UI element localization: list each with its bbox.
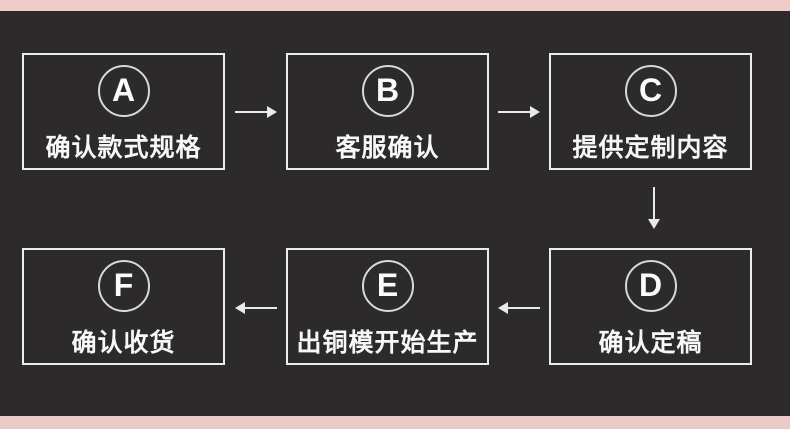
step-c-label: 提供定制内容 bbox=[572, 134, 729, 162]
step-f-letter-circle: F bbox=[97, 260, 150, 312]
step-b-label: 客服确认 bbox=[335, 134, 440, 162]
arrow-d-to-e-icon bbox=[498, 300, 540, 316]
step-d-letter-circle: D bbox=[624, 260, 677, 312]
top-accent-strip bbox=[0, 0, 790, 11]
step-d-letter: D bbox=[638, 267, 663, 303]
arrow-c-to-d-icon bbox=[646, 187, 662, 229]
step-f-label: 确认收货 bbox=[71, 329, 176, 357]
step-a-label: 确认款式规格 bbox=[45, 134, 202, 162]
step-c-box: C 提供定制内容 bbox=[549, 53, 752, 170]
step-f-box: F 确认收货 bbox=[22, 248, 225, 365]
step-f-letter: F bbox=[113, 267, 134, 303]
bottom-accent-strip bbox=[0, 416, 790, 429]
step-a-box: A 确认款式规格 bbox=[22, 53, 225, 170]
step-d-label: 确认定稿 bbox=[598, 329, 703, 357]
step-b-letter-circle: B bbox=[361, 65, 414, 117]
step-d-box: D 确认定稿 bbox=[549, 248, 752, 365]
step-b-letter: B bbox=[375, 72, 400, 108]
step-a-letter: A bbox=[111, 72, 136, 108]
step-c-letter: C bbox=[638, 72, 663, 108]
step-e-box: E 出铜模开始生产 bbox=[286, 248, 489, 365]
arrow-a-to-b-icon bbox=[235, 104, 277, 120]
step-e-letter: E bbox=[376, 267, 399, 303]
step-e-letter-circle: E bbox=[361, 260, 414, 312]
arrow-b-to-c-icon bbox=[498, 104, 540, 120]
step-b-box: B 客服确认 bbox=[286, 53, 489, 170]
step-e-label: 出铜模开始生产 bbox=[296, 329, 479, 357]
step-c-letter-circle: C bbox=[624, 65, 677, 117]
step-a-letter-circle: A bbox=[97, 65, 150, 117]
arrow-e-to-f-icon bbox=[235, 300, 277, 316]
